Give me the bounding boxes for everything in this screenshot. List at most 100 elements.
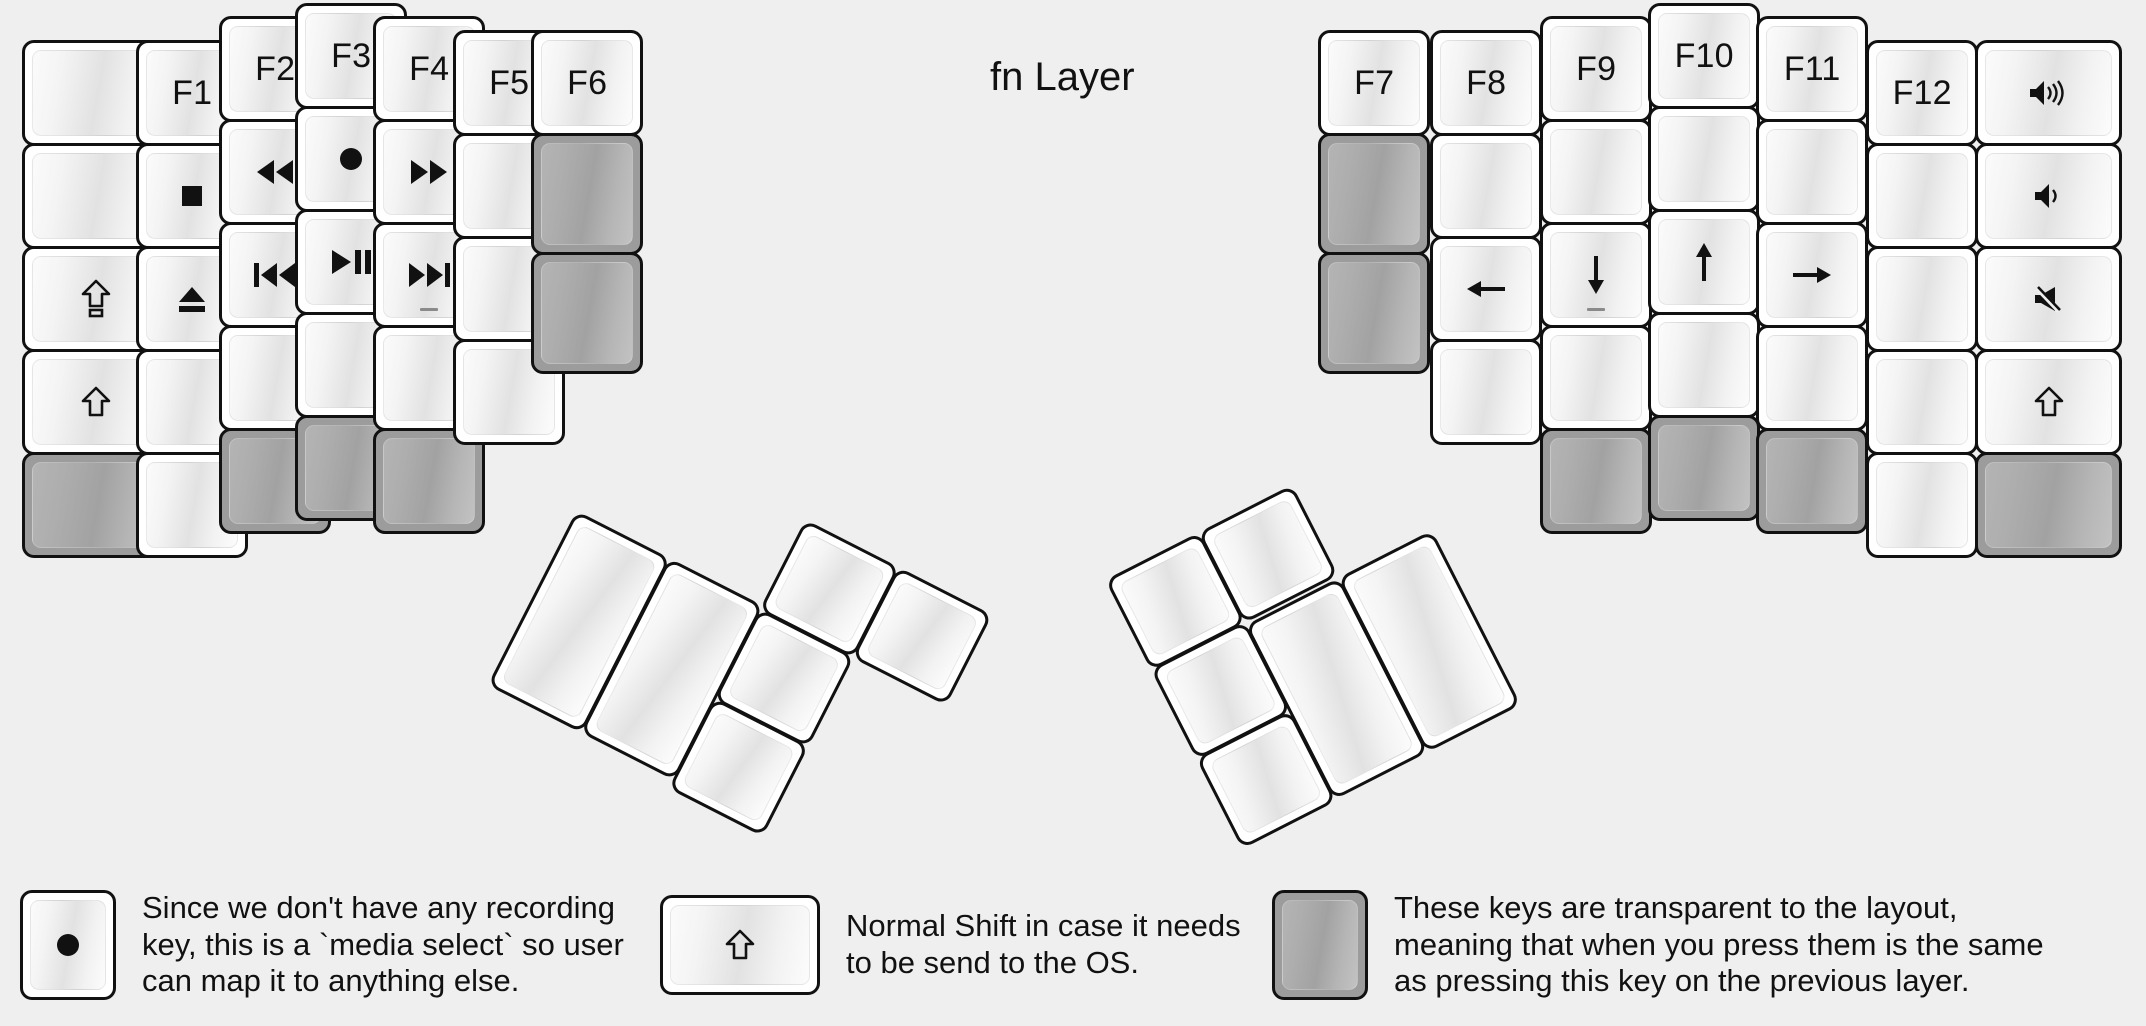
legend-text-2: These keys are transparent to the layout… [1394,890,2044,999]
keycap-face [1328,143,1421,245]
key-right-pinky-outer-4[interactable] [1975,452,2123,558]
key-right-ring-2[interactable] [1756,222,1869,328]
keycap-face [383,438,476,524]
key-right-middle-2[interactable] [1648,209,1761,315]
key-right-middle-0[interactable]: F10 [1648,3,1761,109]
key-sublegend [420,308,439,311]
media-rewind-icon [254,158,296,186]
keycap-face [1658,322,1751,408]
key-label: F5 [489,64,530,102]
key-right-inner-2[interactable] [1318,251,1431,374]
keycap-face [30,900,106,990]
keycap-face [1985,462,2113,548]
media-stop-icon [177,181,207,211]
keycap-face [1766,335,1859,421]
key-right-pinky-1[interactable] [1866,143,1979,249]
legend-text-1: Normal Shift in case it needs to be send… [846,908,1241,980]
key-right-ring-3[interactable] [1756,325,1869,431]
keycap-face [1658,116,1751,202]
key-right-index-0[interactable]: F9 [1540,16,1653,122]
keycap-face: F7 [1328,40,1421,126]
key-label: F1 [172,74,213,112]
keycap-face [541,261,634,364]
legend-key-0 [20,890,116,1000]
legend-item-1: Normal Shift in case it needs to be send… [660,870,1241,1020]
page-title: fn Layer [990,55,1135,99]
key-right-inner-1[interactable] [1318,133,1431,255]
key-right-index-4[interactable] [1540,428,1653,534]
shift-arrow-icon [81,385,111,419]
key-left-index-4[interactable] [373,428,486,534]
shift-arrow-icon [2034,385,2064,419]
legend-item-2: These keys are transparent to the layout… [1272,870,2044,1020]
caps-lock-arrow-icon [81,279,111,319]
key-right-index-inner-3[interactable] [1430,339,1543,445]
keycap-face: F6 [541,40,634,126]
arrow-right-icon [1791,262,1833,288]
key-right-middle-4[interactable] [1648,415,1761,521]
key-label: F2 [255,50,296,88]
key-right-pinky-outer-2[interactable] [1975,246,2123,352]
keycap-face [1440,349,1533,435]
keycap-face [1550,438,1643,524]
record-dot-icon [52,929,84,961]
keycap-face [1550,232,1643,318]
key-right-index-1[interactable] [1540,119,1653,225]
keycap-face [1876,256,1969,342]
keycap-face: F11 [1766,26,1859,112]
media-play-pause-icon [329,248,373,276]
media-next-track-icon [406,261,452,289]
key-label: F11 [1783,50,1841,88]
key-left-ring-1[interactable] [219,119,332,225]
key-label: F7 [1354,64,1395,102]
key-left-inner-1[interactable] [531,133,644,255]
left-thumb-cluster [475,425,1003,905]
key-right-index-inner-0[interactable]: F8 [1430,30,1543,136]
key-right-index-inner-2[interactable] [1430,236,1543,342]
legend: Since we don't have any recording key, t… [0,870,2146,1020]
keycap-face [1440,246,1533,332]
key-right-index-inner-1[interactable] [1430,133,1543,239]
key-right-index-2[interactable] [1540,222,1653,328]
keycap-face [1985,50,2113,136]
key-right-pinky-3[interactable] [1866,349,1979,455]
keycap-face [1766,438,1859,524]
keycap-face [1440,143,1533,229]
key-label: F12 [1892,74,1952,112]
key-right-pinky-outer-1[interactable] [1975,143,2123,249]
arrow-down-icon [1583,254,1609,296]
key-left-inner-2[interactable] [531,251,644,374]
key-right-pinky-0[interactable]: F12 [1866,40,1979,146]
keycap-face [1985,359,2113,445]
key-label: F8 [1466,64,1507,102]
legend-key-1 [660,895,820,995]
media-eject-icon [175,284,209,314]
arrow-up-icon [1691,241,1717,283]
keycap-face: F12 [1876,50,1969,136]
keycap-face: F8 [1440,40,1533,126]
key-right-ring-1[interactable] [1756,119,1869,225]
key-label: F3 [331,37,372,75]
key-right-inner-0[interactable]: F7 [1318,30,1431,136]
key-right-index-3[interactable] [1540,325,1653,431]
key-right-pinky-outer-3[interactable] [1975,349,2123,455]
keycap-face [541,143,634,245]
keycap-face [670,905,810,985]
key-right-pinky-2[interactable] [1866,246,1979,352]
keycap-face [1328,261,1421,364]
key-right-ring-4[interactable] [1756,428,1869,534]
key-right-pinky-4[interactable] [1866,452,1979,558]
keycap-face [1658,425,1751,511]
key-right-pinky-outer-0[interactable] [1975,40,2123,146]
key-right-middle-1[interactable] [1648,106,1761,212]
key-right-middle-3[interactable] [1648,312,1761,418]
keycap-face [1985,153,2113,239]
media-prev-track-icon [252,261,298,289]
legend-item-0: Since we don't have any recording key, t… [20,870,624,1020]
key-right-ring-0[interactable]: F11 [1756,16,1869,122]
keycap-face [1876,359,1969,445]
key-label: F4 [409,50,450,88]
media-fast-forward-icon [408,158,450,186]
key-left-inner-0[interactable]: F6 [531,30,644,136]
keycap-face [1658,219,1751,305]
